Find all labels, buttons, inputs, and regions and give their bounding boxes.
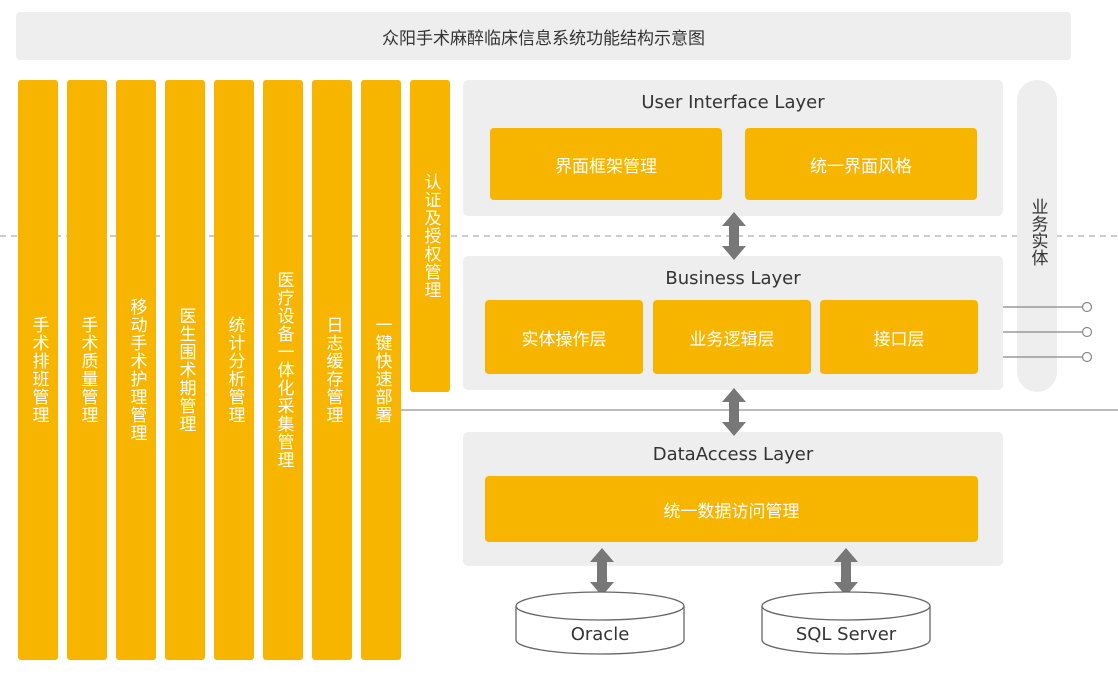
module-surgery-scheduling: 手术排班管理 — [18, 80, 58, 660]
sql-server-label: SQL Server — [795, 624, 897, 645]
module-quick-deploy: 一键快速部署 — [361, 80, 401, 660]
business-box-entity-ops: 实体操作层 — [485, 300, 643, 374]
module-statistics: 统计分析管理 — [214, 80, 254, 660]
data-access-layer: DataAccess Layer 统一数据访问管理 — [463, 432, 1003, 566]
business-box-logic: 业务逻辑层 — [653, 300, 811, 374]
double-arrow-icon — [722, 388, 746, 436]
data-access-box-unified: 统一数据访问管理 — [485, 476, 978, 542]
business-layer-title: Business Layer — [665, 268, 801, 289]
module-auth: 认证及授权管理 — [410, 80, 450, 392]
module-mobile-nursing: 移动手术护理管理 — [116, 80, 156, 660]
ui-box-framework: 界面框架管理 — [490, 128, 722, 200]
double-arrow-icon — [834, 548, 858, 596]
module-log-cache: 日志缓存管理 — [312, 80, 352, 660]
oracle-database-icon — [515, 591, 685, 655]
module-device-acquisition: 医疗设备一体化采集管理 — [263, 80, 303, 660]
ui-box-style: 统一界面风格 — [745, 128, 977, 200]
connector-icon — [1003, 351, 1093, 363]
module-perioperative: 医生围术期管理 — [165, 80, 205, 660]
sql-server-database-icon — [761, 591, 931, 655]
module-surgery-quality: 手术质量管理 — [67, 80, 107, 660]
double-arrow-icon — [590, 548, 614, 596]
ui-layer: User Interface Layer 界面框架管理 统一界面风格 — [463, 80, 1003, 216]
diagram-title: 众阳手术麻醉临床信息系统功能结构示意图 — [16, 12, 1071, 60]
oracle-label: Oracle — [570, 624, 630, 645]
ui-layer-title: User Interface Layer — [641, 92, 825, 113]
business-entity: 业务实体 — [1017, 80, 1057, 392]
connector-icon — [1003, 301, 1093, 313]
connector-icon — [1003, 326, 1093, 338]
business-box-interface: 接口层 — [820, 300, 978, 374]
double-arrow-icon — [722, 212, 746, 260]
data-access-layer-title: DataAccess Layer — [652, 444, 814, 465]
business-layer: Business Layer 实体操作层 业务逻辑层 接口层 — [463, 256, 1003, 390]
